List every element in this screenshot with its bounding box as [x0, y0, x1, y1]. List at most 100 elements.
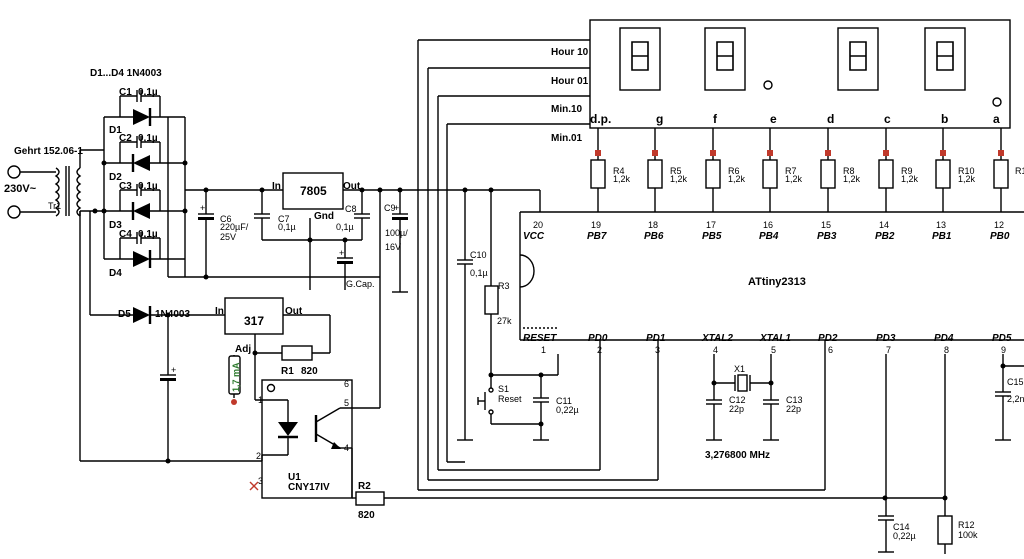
mcu-pin20-name: VCC — [523, 231, 545, 242]
r10-label: R10 — [958, 166, 975, 176]
mcu-pin8-num: 8 — [944, 345, 949, 355]
crystal-freq: 3,276800 MHz — [705, 450, 770, 461]
transformer-ref: Gehrt 152.06-1 — [14, 146, 83, 157]
mcu-pin3-num: 3 — [655, 345, 660, 355]
regulator-7805 — [282, 172, 344, 210]
transformer-symbol — [54, 149, 104, 217]
opto-pin-1: 1 — [258, 395, 263, 405]
mcu-pin4-num: 4 — [713, 345, 718, 355]
mcu-pin13-name: PB1 — [932, 231, 952, 242]
reg317-out-label: Out — [285, 306, 303, 317]
opto-pin-5: 5 — [344, 398, 349, 408]
d2-label: D2 — [109, 172, 122, 183]
mcu-pin15-name: PB3 — [817, 231, 837, 242]
r9-value: 1,2k — [901, 174, 919, 184]
opto-pin-2: 2 — [256, 451, 261, 461]
d5-label: D5 — [118, 309, 131, 320]
c13-value: 22p — [786, 404, 801, 414]
mcu-pin7-name: PD3 — [876, 333, 896, 344]
mcu-pin16-name: PB4 — [759, 231, 779, 242]
current-source-wiring: + — [79, 211, 331, 464]
r3-label: R3 — [498, 281, 510, 291]
d3-label: D3 — [109, 220, 122, 231]
r5-label: R5 — [670, 166, 682, 176]
c11-label: C11 — [556, 396, 572, 406]
crystal-ref: X1 — [734, 364, 745, 374]
r1-value: 820 — [301, 366, 318, 377]
mcu-pin15-num: 15 — [821, 220, 831, 230]
segment-e: e — [770, 112, 777, 126]
c1-label: C1 — [119, 87, 132, 98]
r8-value: 1,2k — [843, 174, 861, 184]
r6-value: 1,2k — [728, 174, 746, 184]
segment-resistors — [590, 128, 1009, 212]
mcu-pin3-name: PD1 — [646, 333, 666, 344]
c12-value: 22p — [729, 404, 744, 414]
d5-part: 1N4003 — [155, 309, 190, 320]
r4-label: R4 — [613, 166, 625, 176]
svg-text:+: + — [171, 365, 176, 375]
r7-value: 1,2k — [785, 174, 803, 184]
r2-value: 820 — [358, 510, 375, 521]
svg-text:+: + — [394, 203, 399, 213]
mcu-pin19-num: 19 — [591, 220, 601, 230]
reset-circuit — [457, 187, 559, 441]
mcu-pin12-num: 12 — [994, 220, 1004, 230]
segment-a: a — [993, 112, 1000, 126]
c9-value: 100µ/ — [385, 228, 408, 238]
mcu-body — [519, 190, 1024, 341]
c13-label: C13 — [786, 395, 803, 405]
c2-value: 0,1µ — [138, 133, 158, 144]
c11-value: 0,22µ — [556, 405, 579, 415]
r2-label: R2 — [358, 481, 371, 492]
c12-label: C12 — [729, 395, 746, 405]
d4-label: D4 — [109, 268, 122, 279]
bridge-heading: D1...D4 1N4003 — [90, 68, 162, 79]
mains-input: Gehrt 152.06-1 230V~ Tr1 — [4, 146, 83, 219]
mcu-pin6-num: 6 — [828, 345, 833, 355]
c7-value: 0,1µ — [278, 222, 296, 232]
r6-label: R6 — [728, 166, 740, 176]
mcu-pin13-num: 13 — [936, 220, 946, 230]
r11-label: R1 — [1015, 166, 1024, 176]
mcu-pin18-num: 18 — [648, 220, 658, 230]
opto-pin-6: 6 — [344, 379, 349, 389]
digit-label-min10: Min.10 — [551, 104, 583, 115]
c1-value: 0,1µ — [138, 87, 158, 98]
opto-pin-4: 4 — [344, 443, 349, 453]
segment-d: d — [827, 112, 834, 126]
mcu-pin1-name: RESET — [523, 333, 557, 344]
digit-hour-10 — [619, 27, 661, 91]
r4-value: 1,2k — [613, 174, 631, 184]
mcu-pin9-name: PD5 — [992, 333, 1012, 344]
reg317-name: 317 — [244, 314, 264, 328]
digit-hour-01 — [704, 27, 746, 91]
c14-value: 0,22µ — [893, 531, 916, 541]
reg317-adj-label: Adj — [235, 344, 251, 355]
mcu-pin7-num: 7 — [886, 345, 891, 355]
c7-label: C7 — [278, 214, 290, 224]
mcu-pin18-name: PB6 — [644, 231, 664, 242]
mcu-pin16-num: 16 — [763, 220, 773, 230]
c14-label: C14 — [893, 522, 910, 532]
c10-label: C10 — [470, 250, 487, 260]
c15-value: 2,2n — [1007, 394, 1024, 404]
gcap-label: G.Cap. — [346, 279, 375, 289]
mcu-pin8-name: PD4 — [934, 333, 954, 344]
mcu-pin20-num: 20 — [533, 220, 543, 230]
mcu-pin19-name: PB7 — [587, 231, 607, 242]
digit-label-hour10: Hour 10 — [551, 47, 589, 58]
s1-name: Reset — [498, 394, 522, 404]
mcu-name: ATtiny2313 — [748, 276, 806, 288]
reg5-out-label: Out — [343, 181, 361, 192]
c6-value: 220µF/ — [220, 222, 249, 232]
c8-label: C8 — [345, 204, 357, 214]
mcu-pin9-num: 9 — [1001, 345, 1006, 355]
mcu-pin5-name: XTAL1 — [759, 333, 791, 344]
c15-label: C15 — [1007, 377, 1024, 387]
c9-voltage: 16V — [385, 242, 401, 252]
mcu-pin2-name: PD0 — [588, 333, 608, 344]
r1-label: R1 — [281, 366, 294, 377]
segment-dp: d.p. — [590, 112, 611, 126]
